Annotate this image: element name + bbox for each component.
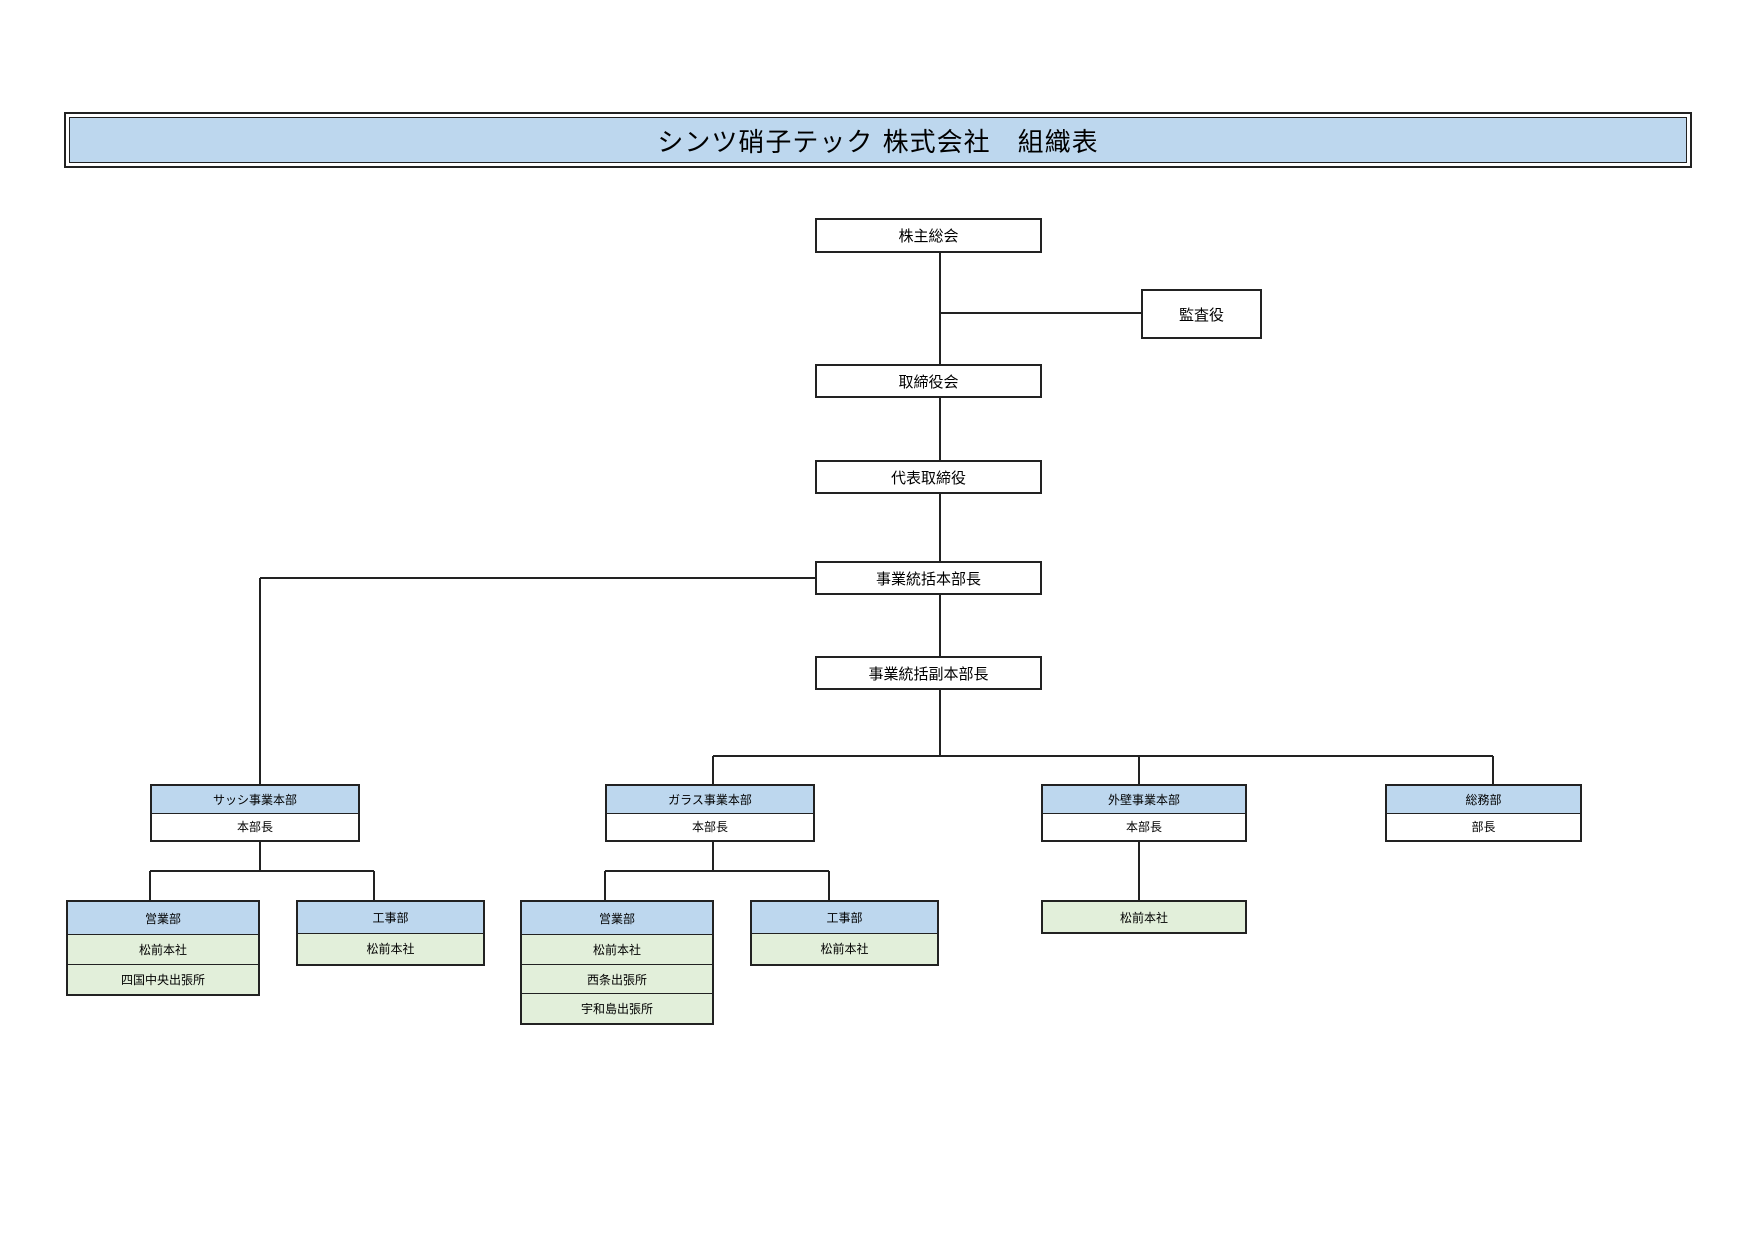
exterior-location-box: 松前本社 xyxy=(1041,900,1247,934)
sash-division-head: 本部長 xyxy=(152,812,358,840)
sash-sales-location: 四国中央出張所 xyxy=(68,964,258,994)
general-manager-box: 事業統括本部長 xyxy=(815,561,1042,595)
glass-division-head: 本部長 xyxy=(607,812,813,840)
exterior-division-head: 本部長 xyxy=(1043,812,1245,840)
glass-construction-dept-name: 工事部 xyxy=(752,902,937,933)
exterior-division-box: 外壁事業本部 本部長 xyxy=(1041,784,1247,842)
glass-division-name: ガラス事業本部 xyxy=(607,786,813,813)
exterior-division-name: 外壁事業本部 xyxy=(1043,786,1245,813)
general-affairs-name: 総務部 xyxy=(1387,786,1580,813)
sash-division-box: サッシ事業本部 本部長 xyxy=(150,784,360,842)
exterior-location: 松前本社 xyxy=(1043,902,1245,932)
sash-division-name: サッシ事業本部 xyxy=(152,786,358,813)
glass-sales-location: 松前本社 xyxy=(522,934,712,964)
general-affairs-box: 総務部 部長 xyxy=(1385,784,1582,842)
sash-construction-dept-box: 工事部 松前本社 xyxy=(296,900,485,966)
sash-sales-location: 松前本社 xyxy=(68,934,258,965)
general-affairs-head: 部長 xyxy=(1387,812,1580,840)
deputy-general-manager-box: 事業統括副本部長 xyxy=(815,656,1042,690)
glass-sales-location: 宇和島出張所 xyxy=(522,993,712,1023)
glass-sales-location: 西条出張所 xyxy=(522,963,712,994)
glass-construction-location: 松前本社 xyxy=(752,932,937,964)
glass-sales-dept-name: 営業部 xyxy=(522,902,712,935)
sash-sales-dept-name: 営業部 xyxy=(68,902,258,935)
glass-construction-dept-box: 工事部 松前本社 xyxy=(750,900,939,966)
auditor-box: 監査役 xyxy=(1141,289,1262,339)
glass-sales-dept-box: 営業部 松前本社 西条出張所 宇和島出張所 xyxy=(520,900,714,1025)
title-banner: シンツ硝子テック 株式会社 組織表 xyxy=(64,112,1692,168)
board-of-directors-box: 取締役会 xyxy=(815,364,1042,398)
sash-construction-dept-name: 工事部 xyxy=(298,902,483,933)
sash-construction-location: 松前本社 xyxy=(298,932,483,964)
representative-director-box: 代表取締役 xyxy=(815,460,1042,494)
sash-sales-dept-box: 営業部 松前本社 四国中央出張所 xyxy=(66,900,260,996)
page-title: シンツ硝子テック 株式会社 組織表 xyxy=(69,117,1687,163)
glass-division-box: ガラス事業本部 本部長 xyxy=(605,784,815,842)
shareholders-meeting-box: 株主総会 xyxy=(815,218,1042,253)
